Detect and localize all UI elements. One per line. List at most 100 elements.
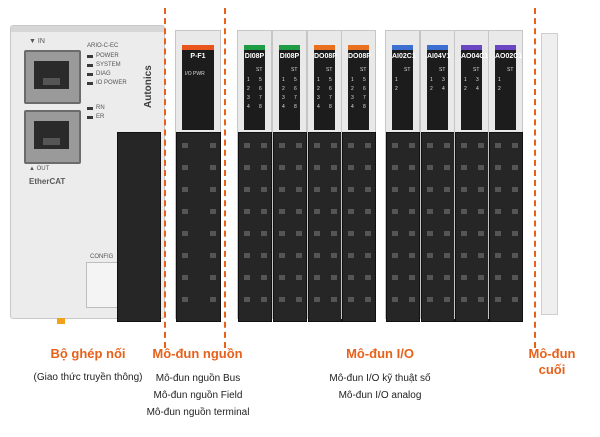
terminal-hole[interactable] <box>427 231 433 236</box>
terminal-hole[interactable] <box>478 187 484 192</box>
terminal-hole[interactable] <box>279 253 285 258</box>
terminal-hole[interactable] <box>495 143 501 148</box>
terminal-hole[interactable] <box>314 209 320 214</box>
terminal-hole[interactable] <box>348 253 354 258</box>
terminal-hole[interactable] <box>392 231 398 236</box>
terminal-hole[interactable] <box>409 275 415 280</box>
terminal-hole[interactable] <box>512 253 518 258</box>
terminal-hole[interactable] <box>261 143 267 148</box>
terminal-hole[interactable] <box>182 187 188 192</box>
terminal-hole[interactable] <box>348 187 354 192</box>
terminal-hole[interactable] <box>461 165 467 170</box>
terminal-hole[interactable] <box>444 297 450 302</box>
terminal-hole[interactable] <box>461 297 467 302</box>
terminal-hole[interactable] <box>261 209 267 214</box>
terminal-hole[interactable] <box>244 253 250 258</box>
terminal-hole[interactable] <box>182 231 188 236</box>
terminal-hole[interactable] <box>409 143 415 148</box>
terminal-hole[interactable] <box>296 143 302 148</box>
terminal-hole[interactable] <box>365 253 371 258</box>
terminal-hole[interactable] <box>296 231 302 236</box>
terminal-hole[interactable] <box>279 143 285 148</box>
terminal-hole[interactable] <box>261 275 267 280</box>
terminal-hole[interactable] <box>392 187 398 192</box>
terminal-hole[interactable] <box>427 187 433 192</box>
terminal-hole[interactable] <box>461 187 467 192</box>
terminal-hole[interactable] <box>314 253 320 258</box>
terminal-hole[interactable] <box>495 209 501 214</box>
terminal-hole[interactable] <box>461 275 467 280</box>
terminal-hole[interactable] <box>495 297 501 302</box>
terminal-hole[interactable] <box>409 297 415 302</box>
terminal-hole[interactable] <box>182 253 188 258</box>
terminal-hole[interactable] <box>512 275 518 280</box>
terminal-hole[interactable] <box>261 165 267 170</box>
terminal-hole[interactable] <box>409 165 415 170</box>
terminal-hole[interactable] <box>261 253 267 258</box>
terminal-hole[interactable] <box>444 253 450 258</box>
terminal-hole[interactable] <box>314 187 320 192</box>
terminal-hole[interactable] <box>365 231 371 236</box>
terminal-hole[interactable] <box>296 209 302 214</box>
terminal-hole[interactable] <box>182 209 188 214</box>
terminal-hole[interactable] <box>392 209 398 214</box>
terminal-hole[interactable] <box>244 187 250 192</box>
terminal-hole[interactable] <box>279 187 285 192</box>
terminal-hole[interactable] <box>244 209 250 214</box>
terminal-hole[interactable] <box>461 143 467 148</box>
terminal-hole[interactable] <box>461 253 467 258</box>
terminal-hole[interactable] <box>182 275 188 280</box>
terminal-hole[interactable] <box>331 275 337 280</box>
terminal-hole[interactable] <box>244 231 250 236</box>
terminal-hole[interactable] <box>427 275 433 280</box>
terminal-hole[interactable] <box>348 209 354 214</box>
terminal-hole[interactable] <box>331 187 337 192</box>
terminal-hole[interactable] <box>210 209 216 214</box>
terminal-hole[interactable] <box>512 187 518 192</box>
ethernet-port-out[interactable] <box>24 110 81 164</box>
terminal-hole[interactable] <box>409 187 415 192</box>
terminal-hole[interactable] <box>261 231 267 236</box>
terminal-hole[interactable] <box>512 209 518 214</box>
terminal-hole[interactable] <box>392 275 398 280</box>
terminal-hole[interactable] <box>261 297 267 302</box>
terminal-hole[interactable] <box>296 253 302 258</box>
terminal-hole[interactable] <box>365 209 371 214</box>
terminal-hole[interactable] <box>331 253 337 258</box>
terminal-hole[interactable] <box>296 275 302 280</box>
terminal-hole[interactable] <box>444 275 450 280</box>
terminal-hole[interactable] <box>495 165 501 170</box>
terminal-hole[interactable] <box>478 253 484 258</box>
terminal-hole[interactable] <box>279 231 285 236</box>
terminal-hole[interactable] <box>331 209 337 214</box>
terminal-hole[interactable] <box>495 253 501 258</box>
terminal-hole[interactable] <box>244 143 250 148</box>
terminal-hole[interactable] <box>512 297 518 302</box>
terminal-hole[interactable] <box>331 297 337 302</box>
terminal-hole[interactable] <box>348 143 354 148</box>
terminal-hole[interactable] <box>296 165 302 170</box>
terminal-hole[interactable] <box>478 275 484 280</box>
terminal-hole[interactable] <box>512 143 518 148</box>
terminal-hole[interactable] <box>210 231 216 236</box>
terminal-hole[interactable] <box>444 165 450 170</box>
terminal-hole[interactable] <box>427 209 433 214</box>
terminal-hole[interactable] <box>348 275 354 280</box>
terminal-hole[interactable] <box>182 165 188 170</box>
terminal-hole[interactable] <box>210 253 216 258</box>
terminal-hole[interactable] <box>296 187 302 192</box>
terminal-hole[interactable] <box>444 143 450 148</box>
terminal-hole[interactable] <box>314 143 320 148</box>
terminal-hole[interactable] <box>392 297 398 302</box>
terminal-hole[interactable] <box>314 231 320 236</box>
terminal-hole[interactable] <box>279 165 285 170</box>
terminal-hole[interactable] <box>314 165 320 170</box>
terminal-hole[interactable] <box>409 253 415 258</box>
terminal-hole[interactable] <box>348 297 354 302</box>
terminal-hole[interactable] <box>314 275 320 280</box>
terminal-hole[interactable] <box>478 143 484 148</box>
terminal-hole[interactable] <box>427 253 433 258</box>
terminal-hole[interactable] <box>427 297 433 302</box>
terminal-hole[interactable] <box>444 187 450 192</box>
terminal-hole[interactable] <box>348 165 354 170</box>
